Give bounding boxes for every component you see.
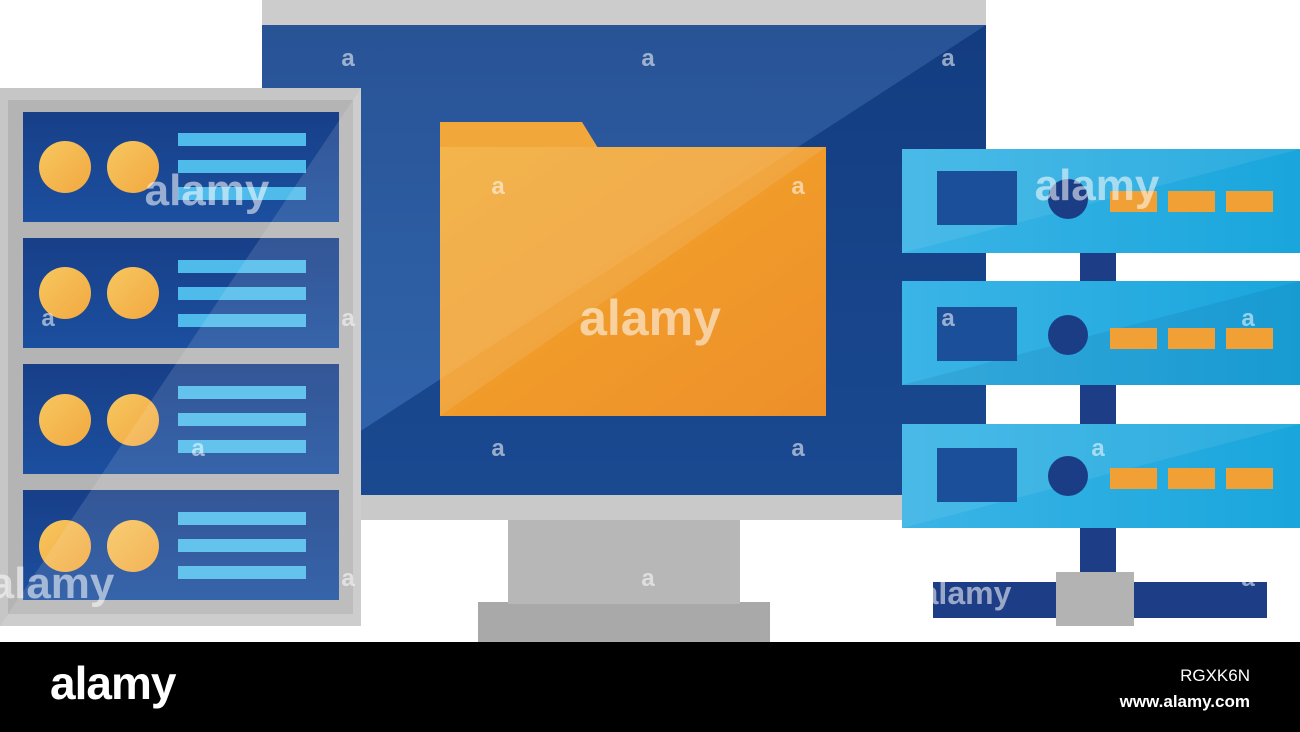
watermark: alamy alamy alamy alamy alamy a a a a a … [0, 45, 1255, 611]
watermark-letter: a [341, 45, 355, 72]
watermark-letter: a [191, 435, 205, 462]
alamy-logo: alamy [50, 657, 176, 709]
watermark-text: alamy [921, 575, 1012, 611]
watermark-text: alamy [1035, 161, 1160, 210]
server-unit [902, 424, 1300, 528]
rack-led-icon [39, 141, 91, 193]
monitor-icon [262, 0, 986, 642]
folder-body [440, 147, 826, 416]
footer-bar: alamy RGXK6N www.alamy.com [0, 642, 1300, 732]
monitor-gloss [262, 0, 986, 495]
watermark-text: alamy [145, 166, 270, 215]
watermark-letter: a [941, 45, 955, 72]
rack-gloss [0, 88, 361, 626]
rack-slot [23, 112, 339, 222]
watermark-text: alamy [579, 290, 721, 346]
watermark-text: alamy [0, 559, 115, 608]
server-unit [902, 149, 1300, 253]
unit-led-icon [1048, 179, 1088, 219]
watermark-letter: a [491, 173, 505, 200]
rack-led-icon [107, 394, 159, 446]
rack-led-icon [39, 267, 91, 319]
unit-led-icon [1048, 456, 1088, 496]
rack-slot [23, 238, 339, 348]
server-rack-icon [0, 88, 361, 626]
watermark-letter: a [791, 173, 805, 200]
image-code: RGXK6N [1180, 666, 1250, 685]
rack-slot [23, 490, 339, 600]
unit-panel-icon [937, 171, 1017, 225]
network-server-icon [902, 149, 1300, 626]
unit-panel-icon [937, 448, 1017, 502]
watermark-letter: a [41, 305, 55, 332]
watermark-letter: a [791, 435, 805, 462]
watermark-letter: a [491, 435, 505, 462]
network-base-hub [1056, 572, 1134, 626]
watermark-letter: a [341, 305, 355, 332]
monitor-stand-base [478, 602, 770, 642]
rack-led-icon [39, 520, 91, 572]
monitor-stand-neck [508, 520, 740, 604]
rack-led-icon [39, 394, 91, 446]
illustration: alamy alamy alamy alamy alamy a a a a a … [0, 0, 1300, 642]
watermark-letter: a [1241, 305, 1255, 332]
watermark-letter: a [941, 305, 955, 332]
site-url: www.alamy.com [1119, 692, 1250, 711]
watermark-letter: a [1241, 565, 1255, 592]
unit-led-icon [1048, 315, 1088, 355]
rack-led-icon [107, 141, 159, 193]
rack-led-icon [107, 267, 159, 319]
watermark-letter: a [341, 565, 355, 592]
unit-panel-icon [937, 307, 1017, 361]
server-unit [902, 281, 1300, 385]
watermark-letter: a [641, 565, 655, 592]
folder-icon [440, 122, 826, 416]
rack-slot [23, 364, 339, 474]
folder-shine [440, 147, 826, 416]
folder-tab [440, 122, 598, 148]
watermark-letter: a [641, 45, 655, 72]
rack-led-icon [107, 520, 159, 572]
watermark-letter: a [1091, 435, 1105, 462]
